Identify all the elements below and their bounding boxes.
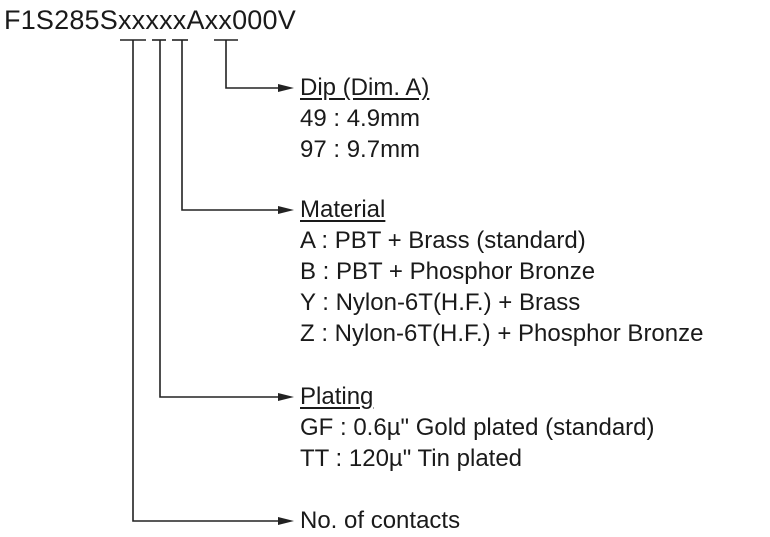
material-item: Y : Nylon-6T(H.F.) + Brass bbox=[300, 289, 581, 316]
plating-heading: Plating bbox=[300, 383, 374, 410]
plating-item: TT : 120µ" Tin plated bbox=[300, 445, 523, 472]
dip-item: 97 : 9.7mm bbox=[300, 136, 421, 163]
arrow-plating bbox=[278, 393, 294, 401]
part-number: F1S285SxxxxxAxx000V bbox=[4, 5, 296, 35]
leader-material bbox=[181, 40, 280, 211]
material-block: Material A : PBT + Brass (standard) B : … bbox=[300, 194, 703, 349]
leader-dip bbox=[225, 40, 280, 89]
material-item: B : PBT + Phosphor Bronze bbox=[300, 258, 596, 285]
dip-block: Dip (Dim. A) 49 : 4.9mm 97 : 9.7mm bbox=[300, 72, 429, 165]
arrow-material bbox=[278, 206, 294, 214]
dip-heading: Dip (Dim. A) bbox=[300, 74, 430, 101]
leader-contacts bbox=[132, 40, 280, 522]
plating-block: Plating GF : 0.6µ" Gold plated (standard… bbox=[300, 381, 655, 474]
leader-plating bbox=[159, 40, 280, 398]
dip-item: 49 : 4.9mm bbox=[300, 105, 421, 132]
contacts-heading: No. of contacts bbox=[300, 507, 461, 534]
arrow-contacts bbox=[278, 517, 294, 525]
material-item: Z : Nylon-6T(H.F.) + Phosphor Bronze bbox=[300, 320, 704, 347]
plating-item: GF : 0.6µ" Gold plated (standard) bbox=[300, 414, 655, 441]
material-heading: Material bbox=[300, 196, 386, 223]
material-item: A : PBT + Brass (standard) bbox=[300, 227, 586, 254]
contacts-block: No. of contacts bbox=[300, 505, 460, 536]
arrow-dip bbox=[278, 84, 294, 92]
